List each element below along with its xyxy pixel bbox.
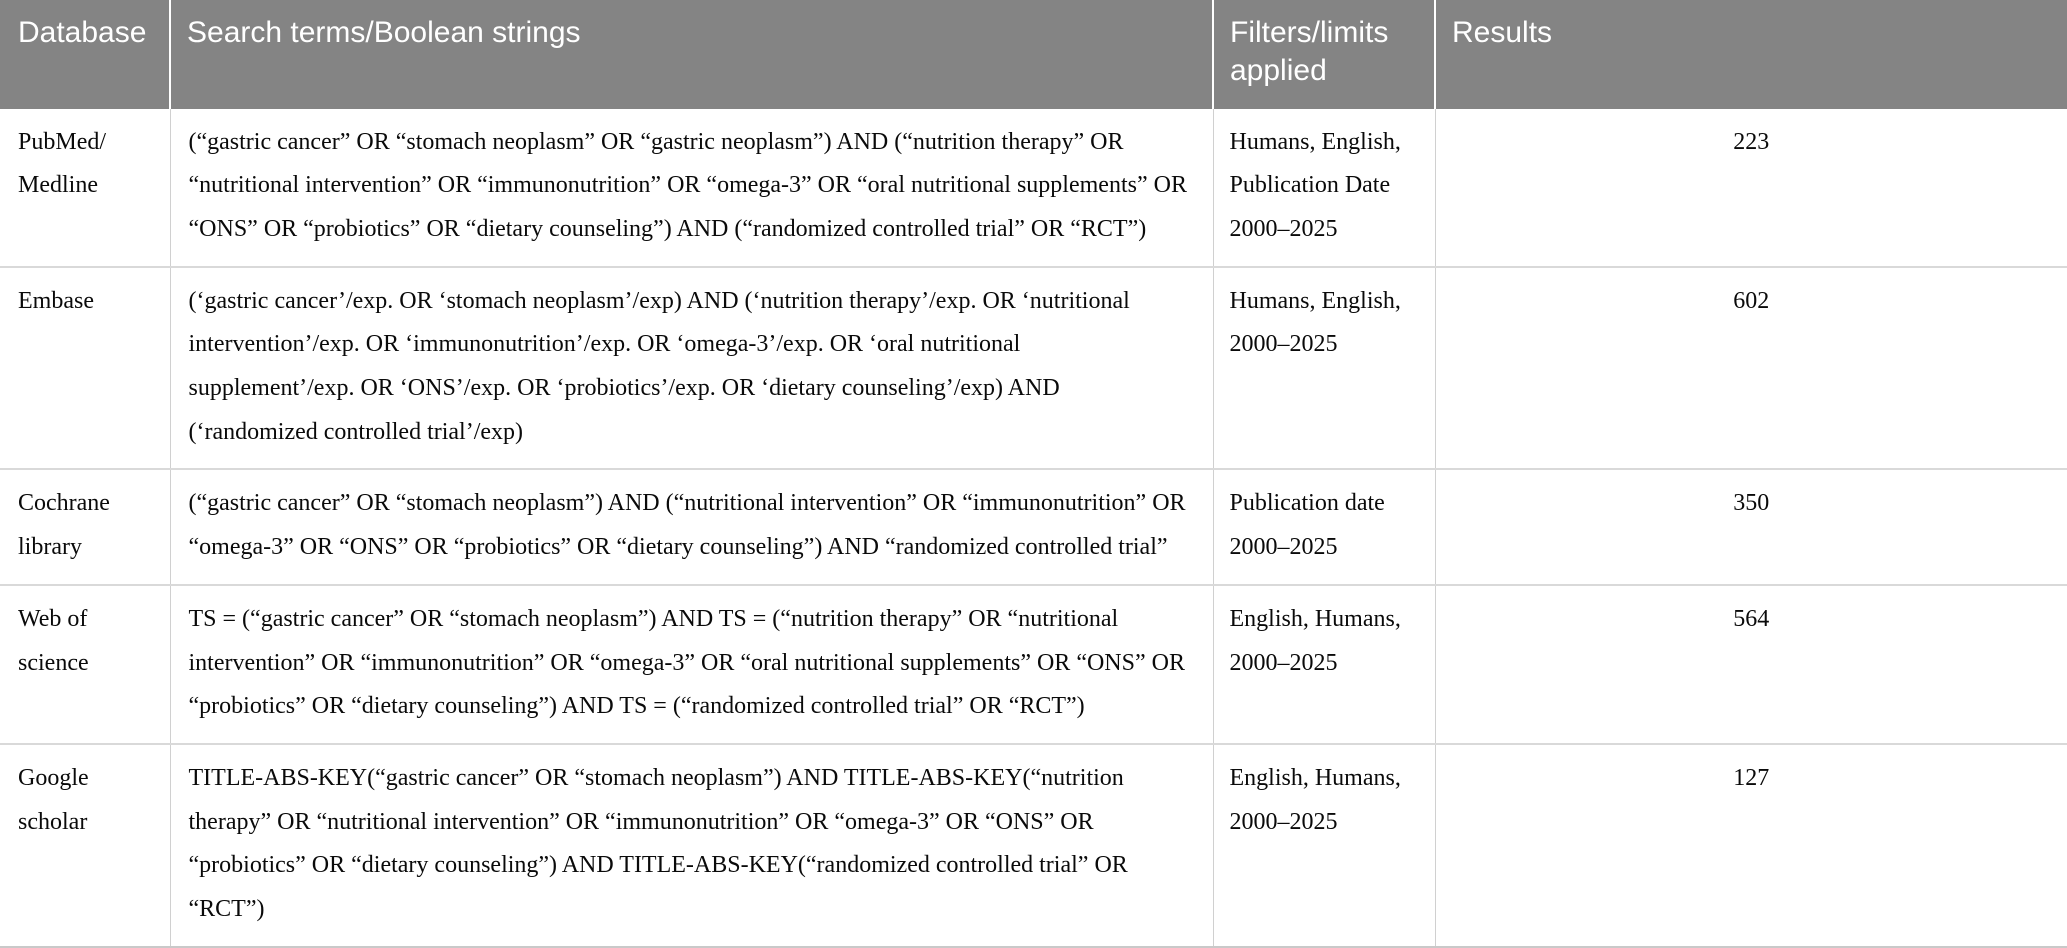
cell-search-terms: (“gastric cancer” OR “stomach neoplasm” … <box>170 108 1214 268</box>
cell-search-terms: (“gastric cancer” OR “stomach neoplasm”)… <box>170 469 1214 586</box>
cell-database: PubMed/ Medline <box>0 108 171 268</box>
table-row: Embase(‘gastric cancer’/exp. OR ‘stomach… <box>0 266 2067 471</box>
column-header-filters: Filters/limits applied <box>1213 0 1436 109</box>
column-header-database: Database <box>0 0 171 109</box>
cell-results: 223 <box>1435 108 2067 268</box>
filters-line: Publication date <box>1229 490 1385 517</box>
filters-line: English, Humans, <box>1229 764 1401 791</box>
cell-filters: English, Humans, 2000–2025 <box>1213 584 1436 745</box>
table-header-row: Database Search terms/Boolean strings Fi… <box>0 0 2067 109</box>
cell-filters: Publication date 2000–2025 <box>1213 469 1436 586</box>
filters-line: 2000–2025 <box>1229 216 1338 243</box>
cell-search-terms: TS = (“gastric cancer” OR “stomach neopl… <box>170 584 1214 745</box>
table-row: PubMed/ Medline(“gastric cancer” OR “sto… <box>0 108 2067 268</box>
filters-line: Publication Date <box>1229 172 1391 199</box>
column-header-search-terms: Search terms/Boolean strings <box>170 0 1214 109</box>
cell-search-terms: (‘gastric cancer’/exp. OR ‘stomach neopl… <box>170 266 1214 471</box>
cell-search-terms: TITLE-ABS-KEY(“gastric cancer” OR “stoma… <box>170 743 1214 948</box>
filters-line: 2000–2025 <box>1229 808 1338 835</box>
filters-line: 2000–2025 <box>1229 331 1338 358</box>
cell-results: 350 <box>1435 469 2067 586</box>
table-row: Cochrane library(“gastric cancer” OR “st… <box>0 469 2067 586</box>
table-header: Database Search terms/Boolean strings Fi… <box>0 0 2067 109</box>
filters-line: 2000–2025 <box>1229 534 1338 561</box>
table-body: PubMed/ Medline(“gastric cancer” OR “sto… <box>0 108 2067 948</box>
cell-filters: Humans, English, Publication Date 2000–202… <box>1213 108 1436 268</box>
filters-line: English, Humans, <box>1229 605 1401 632</box>
cell-filters: Humans, English, 2000–2025 <box>1213 266 1436 471</box>
cell-database: Google scholar <box>0 743 171 948</box>
filters-line: Humans, English, <box>1229 287 1401 314</box>
column-header-results: Results <box>1452 16 1553 49</box>
cell-results: 602 <box>1435 266 2067 471</box>
filters-line: Humans, English, <box>1229 128 1401 155</box>
cell-database: Cochrane library <box>0 469 171 586</box>
cell-database: Embase <box>0 266 171 471</box>
cell-results: 564 <box>1435 584 2067 745</box>
cell-filters: English, Humans, 2000–2025 <box>1213 743 1436 948</box>
filters-line: 2000–2025 <box>1229 649 1338 676</box>
cell-results: 127 <box>1435 743 2067 948</box>
cell-database: Web of science <box>0 584 171 745</box>
